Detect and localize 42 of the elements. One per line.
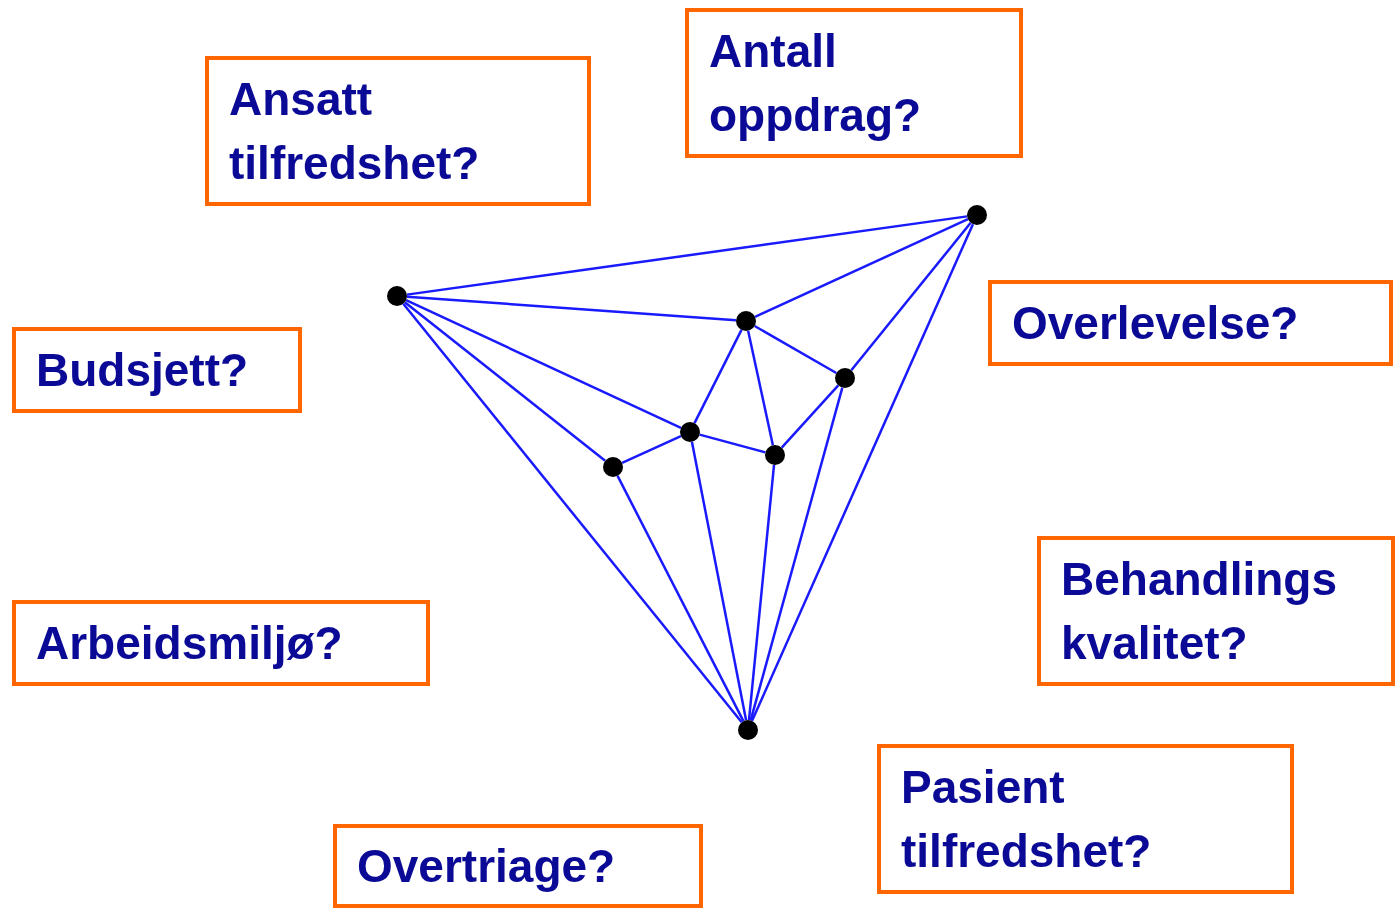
question-text: Budsjett? [36,343,250,398]
connector-line [616,475,745,722]
graph-vertex [736,311,756,331]
connector-line [404,301,606,462]
graph-vertex [680,422,700,442]
connector-line [746,330,775,446]
question-text: Ansatt tilfredshet? [229,72,481,191]
question-text: Behandlings kvalitet? [1061,552,1339,671]
connector-line [780,384,840,449]
connector-line [621,435,682,464]
graph-vertex [603,457,623,477]
question-text: Overtriage? [357,839,617,894]
question-text: Arbeidsmiljø? [36,616,344,671]
connector-line [754,218,969,318]
connector-line [747,464,776,721]
connector-line [749,387,844,721]
connector-line [406,295,737,322]
question-text: Pasient tilfredshet? [901,760,1153,879]
connector-line [754,324,837,375]
question-box [685,8,1023,158]
connector-line [406,215,968,296]
question-text: Antall oppdrag? [709,24,923,143]
connector-line [850,222,972,371]
connector-line [699,433,766,454]
connector-line [402,303,743,723]
connector-line [693,329,743,424]
graph-vertex [835,368,855,388]
graph-vertex [387,286,407,306]
connector-line [690,441,748,721]
question-text: Overlevelse? [1012,296,1300,351]
connector-line [405,299,682,429]
question-box [333,824,703,908]
connector-line [750,223,975,722]
graph-vertex [738,720,758,740]
question-box [12,327,302,413]
question-box [12,600,430,686]
graph-vertex [765,445,785,465]
question-box [205,56,591,206]
question-box [1037,536,1395,686]
question-box [988,280,1393,366]
question-box [877,744,1294,894]
graph-vertex [967,205,987,225]
